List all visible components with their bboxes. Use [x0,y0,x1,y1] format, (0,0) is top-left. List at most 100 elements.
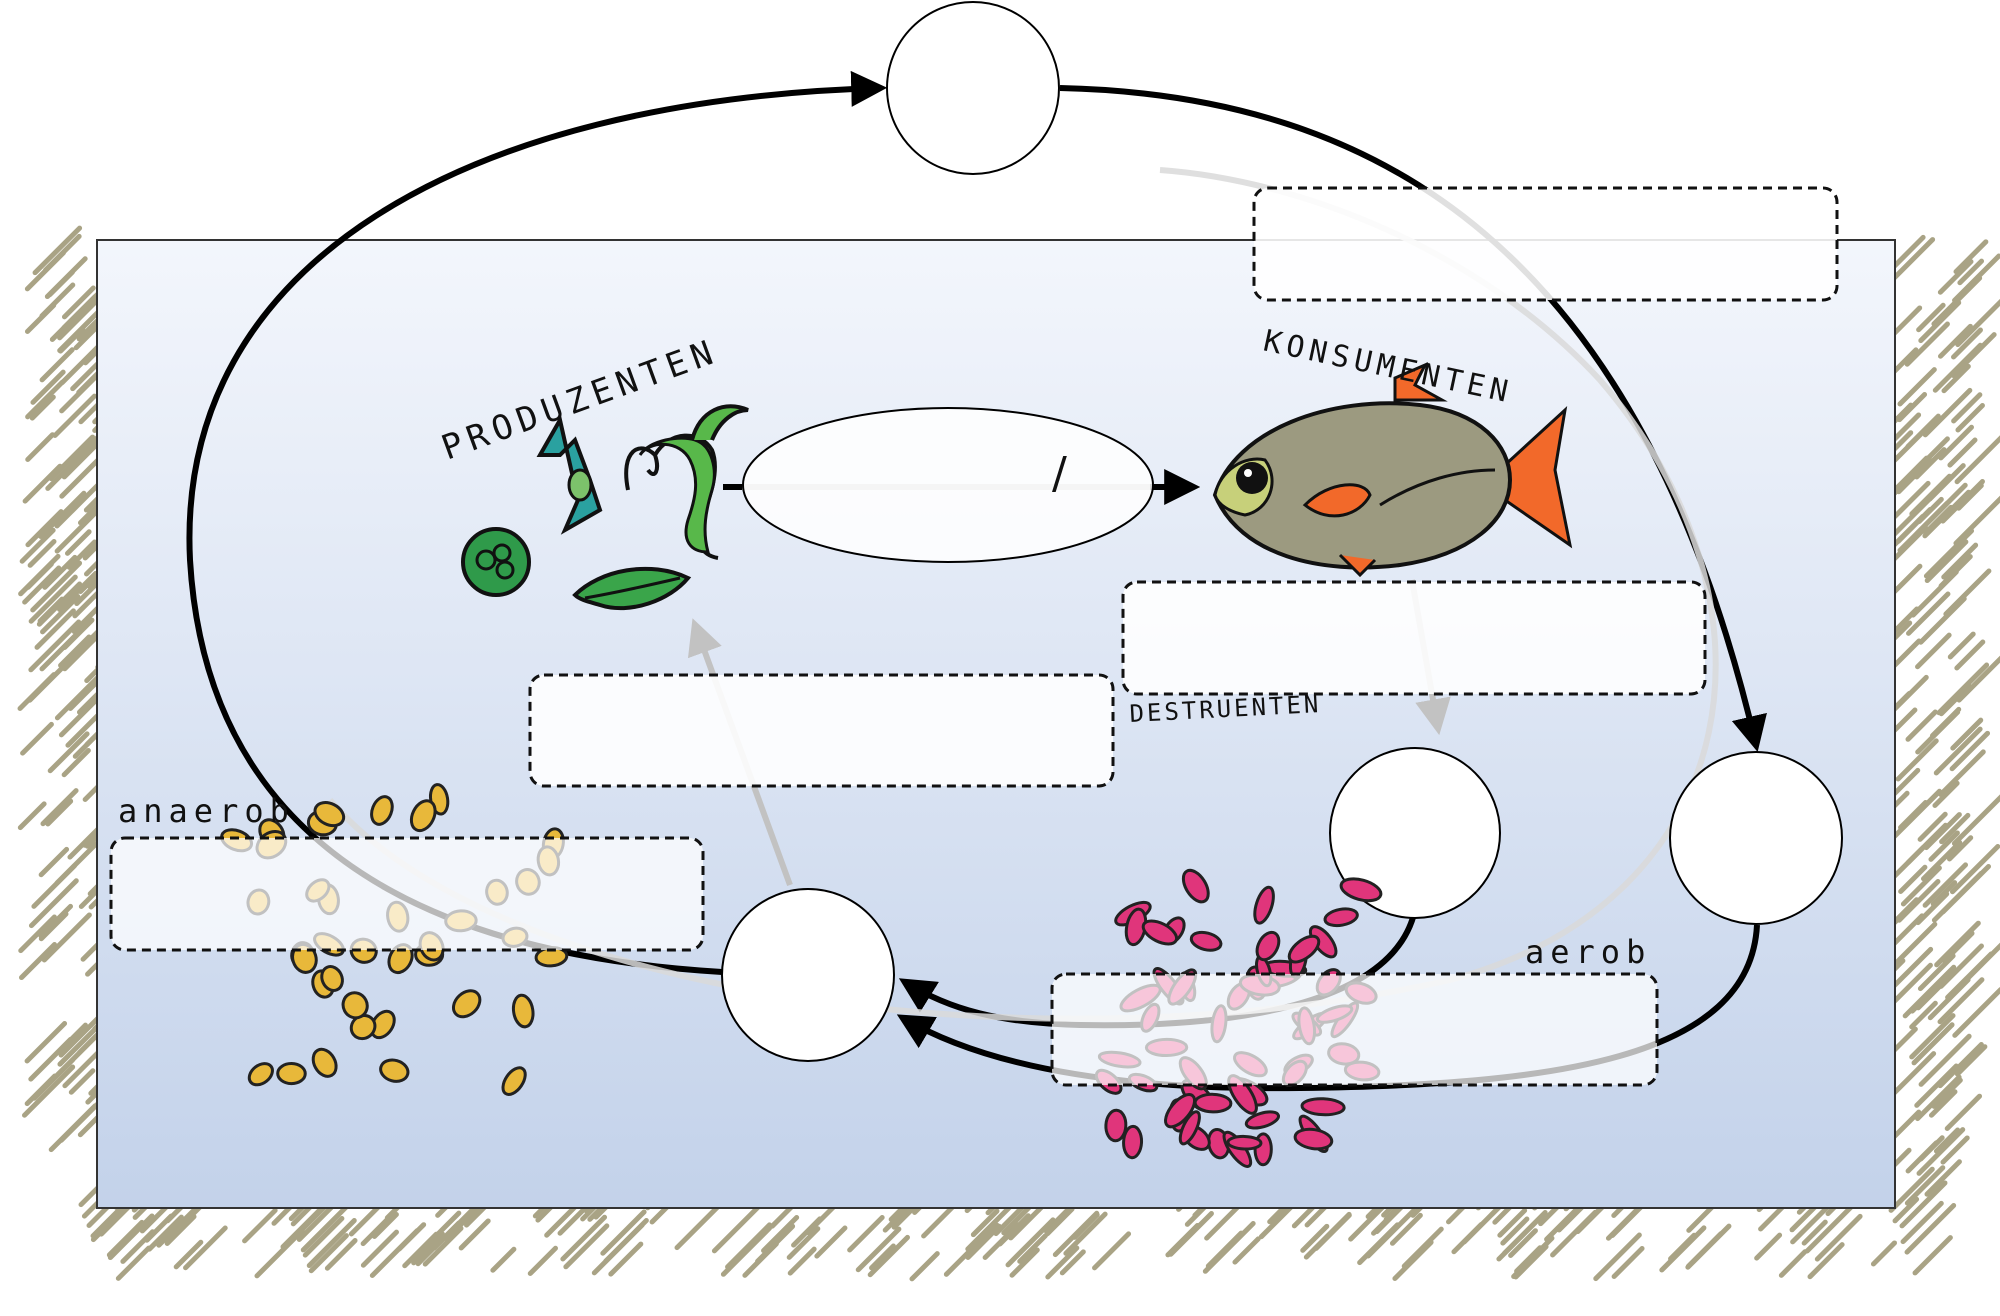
sediment-stroke [742,1241,779,1278]
energy-oval[interactable] [742,407,1154,563]
sediment-stroke [1890,480,1931,521]
sediment-stroke [1889,563,1923,597]
sediment-stroke [49,291,101,342]
sediment-stroke [1814,1213,1863,1262]
sediment-stroke [1916,1127,1966,1176]
sediment-stroke [490,1246,517,1273]
sediment-stroke [1401,1226,1444,1269]
sediment-stroke [39,282,76,319]
sediment-stroke [1931,1077,1963,1109]
bacterium [1253,885,1275,925]
sediment-stroke [1897,367,1937,407]
sediment-stroke [22,565,62,605]
sediment-stroke [1357,1222,1400,1266]
sediment-stroke [52,393,97,439]
bacterium [341,991,369,1020]
sediment-stroke [415,1220,462,1267]
sediment-stroke [58,634,92,668]
sediment-stroke [369,1228,420,1279]
arrow-right-circle-to-bottom [896,924,1760,1092]
bacterium [313,801,346,828]
sediment-stroke [963,1222,1000,1259]
sediment-stroke [1165,1222,1200,1258]
sediment-stroke [422,1225,464,1267]
sediment-stroke [402,1231,439,1269]
sediment-stroke [47,269,75,298]
sediment-stroke [867,1234,910,1278]
sediment-stroke [40,594,81,635]
sediment-stroke [1955,298,2000,348]
input-box-bottom-left[interactable] [109,836,705,952]
sediment-stroke [324,1238,358,1271]
sediment-stroke [1044,1206,1075,1237]
bacterium [501,1066,527,1096]
sediment-stroke [1914,447,1947,480]
input-box-middle-right[interactable] [1121,580,1707,696]
sediment-stroke [1934,920,1981,968]
sediment-stroke [120,1229,156,1264]
sediment-stroke [1947,437,1978,468]
input-box-top-right[interactable] [1252,186,1839,302]
sediment-stroke [1940,479,1985,524]
sediment-stroke [1956,655,2000,703]
sediment-stroke [173,1239,204,1270]
sediment-stroke [1949,730,1991,772]
sediment-stroke [106,1219,145,1258]
sediment-stroke [19,527,56,564]
sediment-stroke [787,1246,817,1276]
sediment-stroke [1891,674,1929,713]
sediment-stroke [1461,1202,1504,1245]
sediment-stroke [1917,953,1956,992]
bacterium [311,1047,338,1078]
sediment-stroke [970,1208,1000,1238]
sediment-stroke [54,504,104,554]
sediment-stroke [527,1245,558,1277]
sediment-stroke [72,731,101,759]
sediment-stroke [1933,726,1983,776]
sediment-stroke [1951,794,2000,846]
sediment-stroke [40,788,79,827]
bacterium [1122,1124,1144,1160]
circle-top[interactable] [886,1,1060,175]
sediment-stroke [22,463,63,504]
sediment-stroke [306,1218,357,1269]
sediment-stroke [1202,1220,1256,1274]
sediment-stroke [37,596,65,624]
sediment-stroke [72,589,101,619]
sediment-stroke [29,394,56,421]
sediment-stroke [42,554,78,590]
sediment-stroke [1005,1217,1056,1268]
input-box-middle-left[interactable] [528,673,1115,788]
circle-middle[interactable] [1329,747,1501,919]
sediment-stroke [869,1243,896,1271]
sediment-stroke [1754,1232,1783,1261]
circle-bottom[interactable] [721,888,895,1062]
sediment-stroke [28,878,79,929]
sediment-stroke [1895,738,1939,782]
sediment-stroke [64,529,92,556]
sediment-stroke [1937,977,1985,1025]
sediment-stroke [411,1231,446,1266]
input-box-bottom-right[interactable] [1050,972,1659,1087]
sediment-stroke [1496,1212,1546,1262]
sediment-stroke [27,538,57,568]
sediment-stroke [1909,1013,1956,1060]
label-aerob: aerob [1525,933,1651,971]
sediment-stroke [600,1209,647,1256]
sediment-stroke [1931,870,1984,923]
circle-right[interactable] [1669,751,1843,925]
sediment-stroke [25,432,56,462]
bacterium [409,799,437,833]
sediment-stroke [300,1200,353,1253]
sediment-stroke [1204,1203,1242,1241]
sediment-stroke [1928,830,1960,862]
sediment-stroke [1807,1242,1845,1280]
bacterium [1178,1110,1201,1146]
sediment-stroke [43,233,82,273]
sediment-stroke [28,619,82,673]
sediment-stroke [39,347,75,383]
sediment-stroke [164,1214,197,1246]
sediment-stroke [67,680,99,712]
sediment-stroke [1898,800,1929,831]
